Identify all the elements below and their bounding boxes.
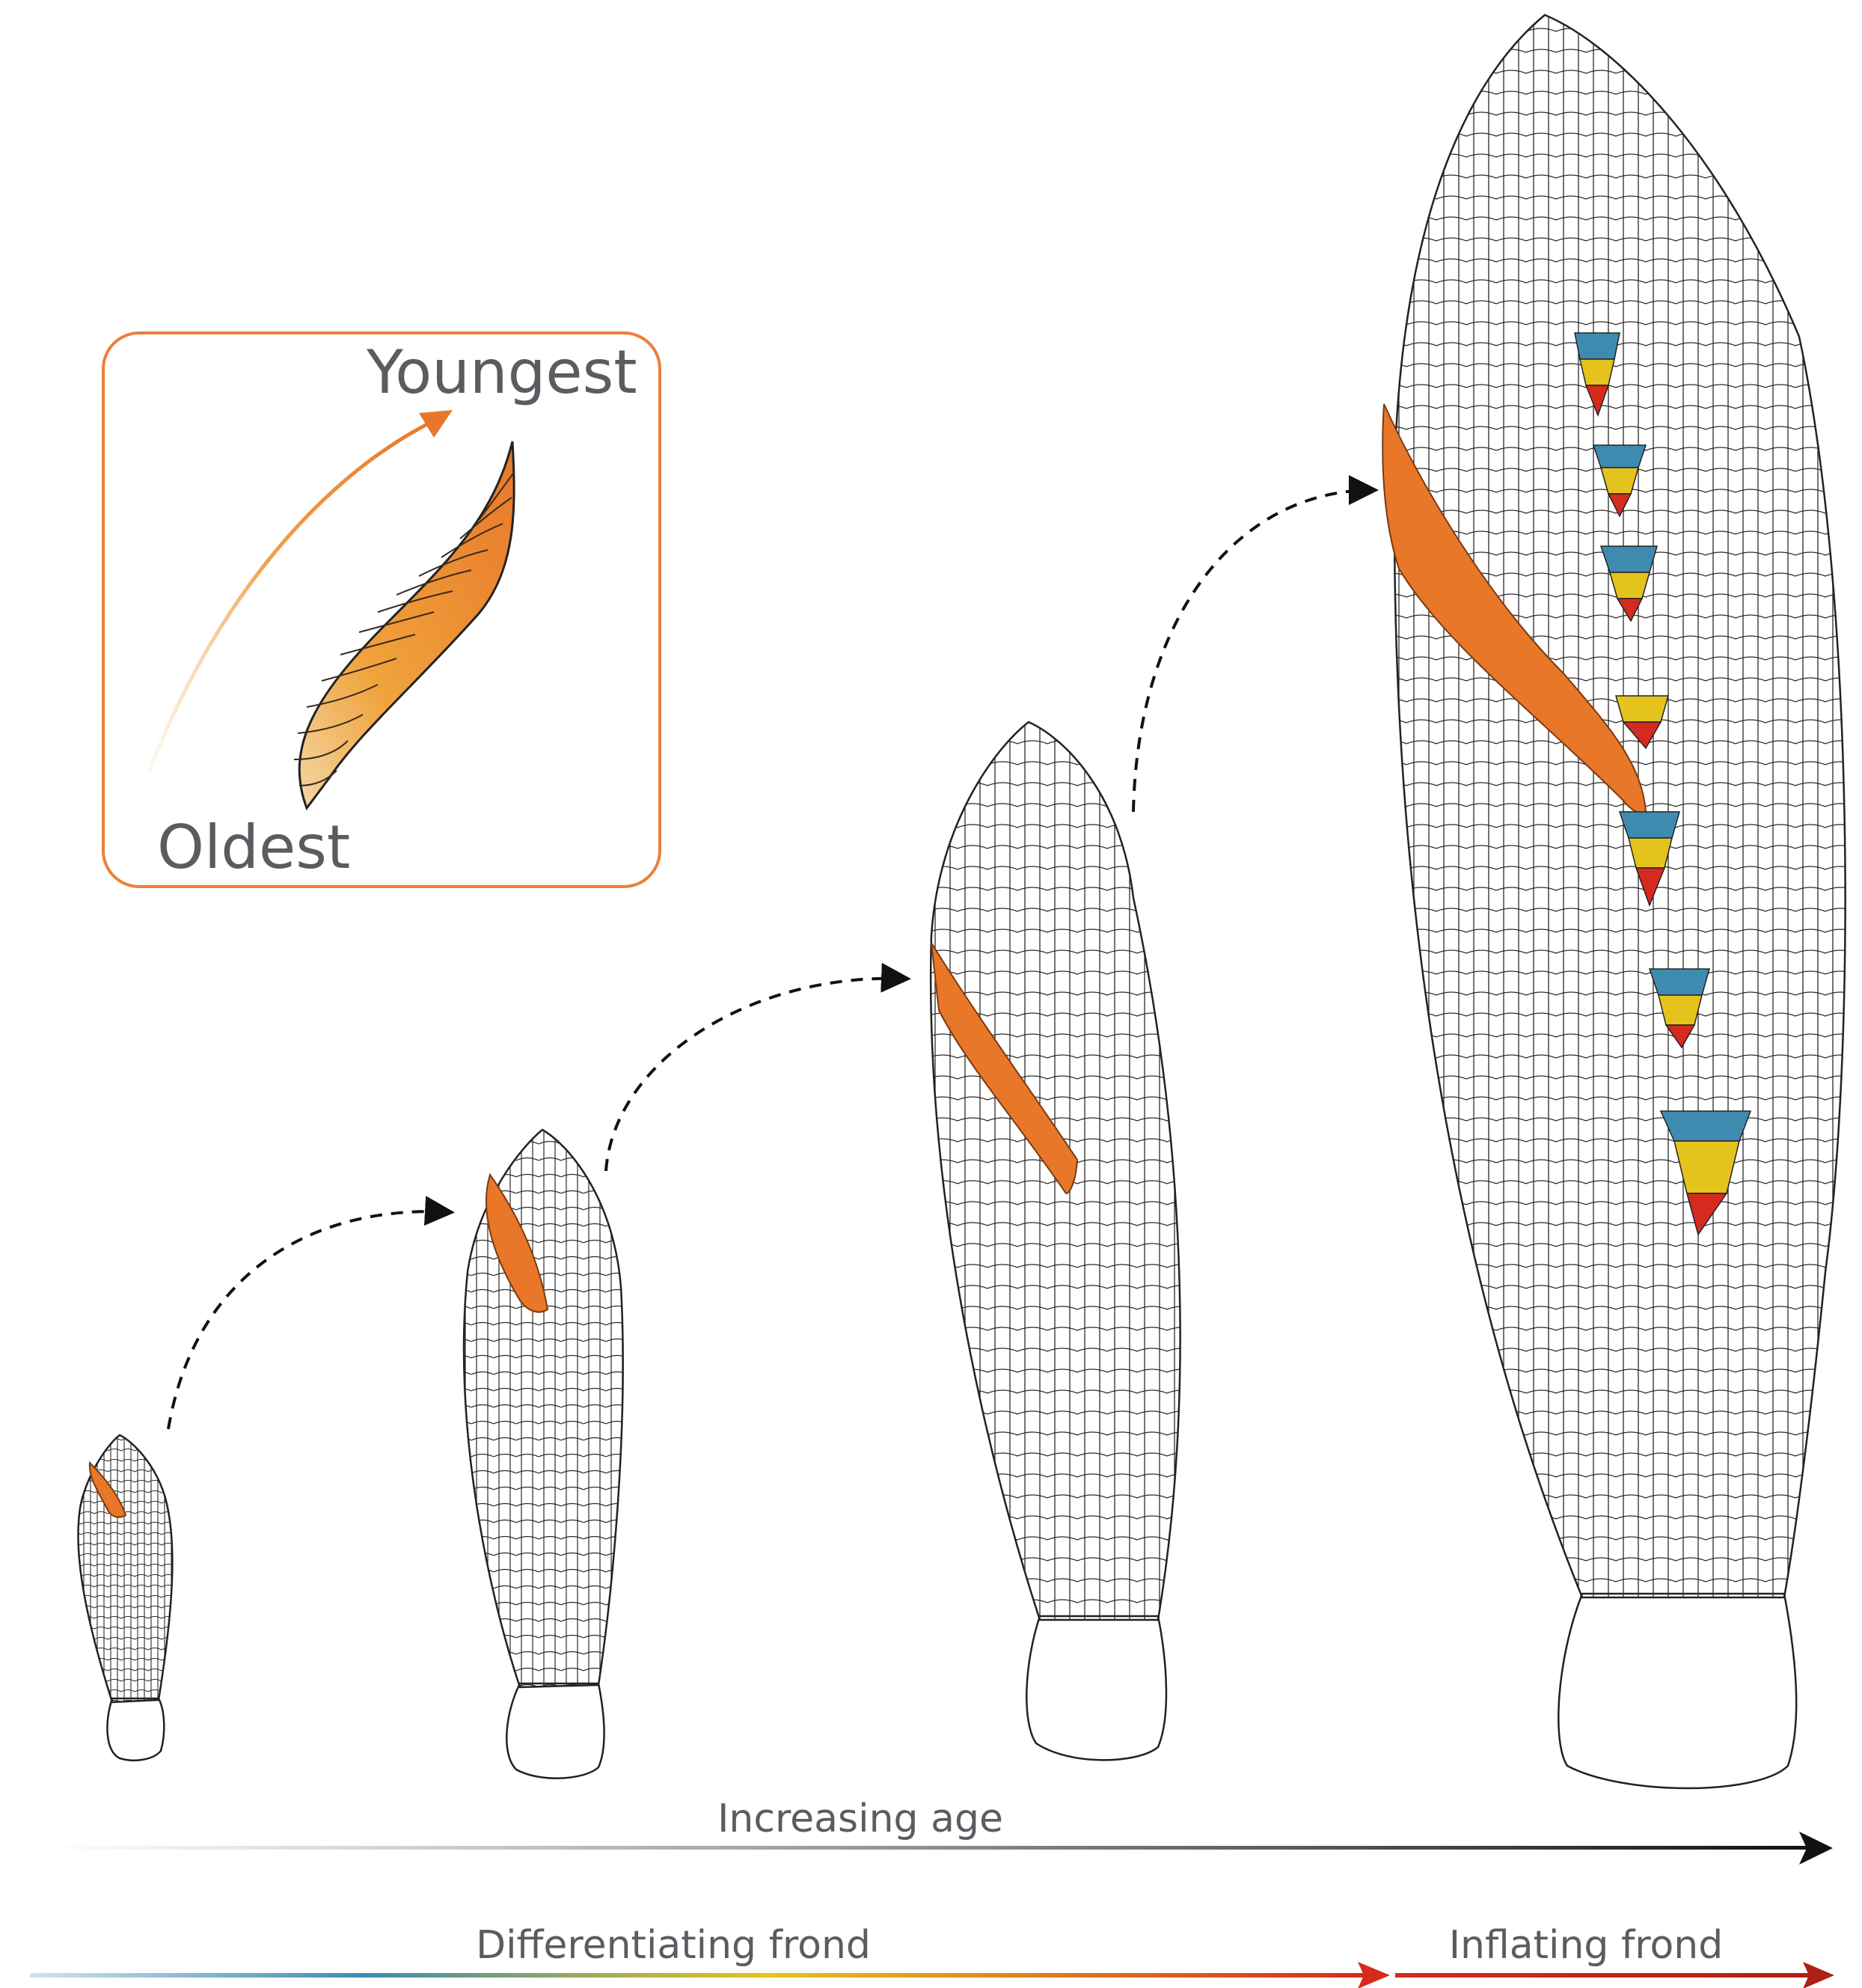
- progression-arrow-3: [1133, 490, 1373, 812]
- progression-arrow-2: [606, 979, 905, 1171]
- frond-specimen-1: [78, 1435, 172, 1761]
- frond-3-holdfast: [1026, 1616, 1166, 1760]
- youngest-label: Youngest: [366, 337, 637, 407]
- frond-specimen-2: [464, 1130, 623, 1779]
- increasing-age-label: Increasing age: [717, 1796, 1003, 1841]
- inflating-frond-label: Inflating frond: [1449, 1923, 1724, 1968]
- frond-specimen-3: [931, 722, 1180, 1760]
- growth-progression-arrows: [168, 490, 1373, 1429]
- inflating-bar: [1395, 1973, 1810, 1978]
- age-axis-bar: [45, 1846, 1810, 1850]
- frond-4-holdfast: [1558, 1594, 1796, 1788]
- frond-2-holdfast: [506, 1683, 604, 1779]
- progression-arrow-1: [168, 1211, 449, 1429]
- frond-4-body: [1394, 15, 1846, 1597]
- age-direction-arrow: [150, 419, 438, 771]
- frond-specimen-4: [1382, 15, 1845, 1788]
- oldest-label: Oldest: [157, 813, 350, 882]
- differentiating-bar: [30, 1973, 1369, 1978]
- age-axis: Increasing age: [45, 1796, 1833, 1865]
- phase-axis: Differentiating frond Inflating frond: [30, 1923, 1834, 1988]
- inset-legend: Youngest Oldest: [103, 333, 660, 887]
- differentiating-frond-label: Differentiating frond: [476, 1923, 871, 1968]
- frond-1-holdfast: [107, 1698, 164, 1761]
- inset-frame: [103, 333, 660, 887]
